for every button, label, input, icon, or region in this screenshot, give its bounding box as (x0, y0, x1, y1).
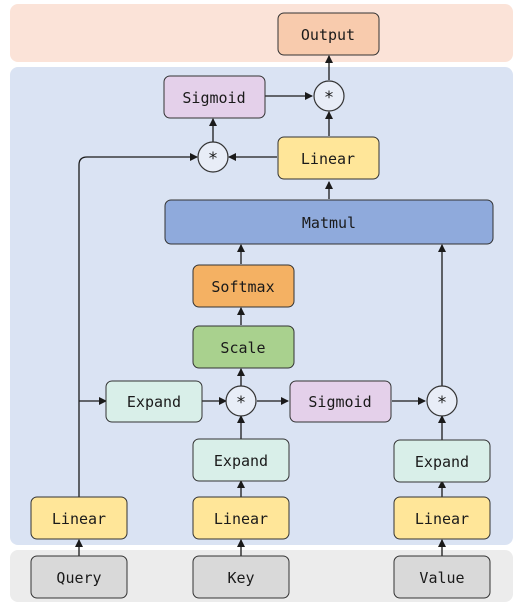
top-sigmoid-label: Sigmoid (182, 89, 245, 107)
mid-sigmoid-box: Sigmoid (289, 380, 392, 423)
scale-box: Scale (192, 325, 295, 369)
output-box: Output (277, 12, 380, 56)
left-expand-label: Expand (127, 393, 181, 411)
query-input-box: Query (30, 555, 128, 599)
top-sigmoid-box: Sigmoid (163, 75, 266, 119)
mult-symbol: * (325, 88, 334, 108)
value-label: Value (419, 569, 464, 587)
top-linear-box: Linear (277, 136, 380, 180)
value-linear-box: Linear (393, 496, 491, 540)
value-expand-label: Expand (415, 453, 469, 471)
key-expand-box: Expand (192, 438, 290, 482)
value-input-box: Value (393, 555, 491, 599)
mult-symbol: * (237, 393, 246, 413)
value-linear-label: Linear (415, 510, 469, 528)
mult-op-output: * (313, 80, 345, 112)
top-linear-label: Linear (301, 150, 355, 168)
mult-op-value: * (426, 385, 458, 417)
connectors (75, 55, 446, 556)
key-label: Key (227, 569, 254, 587)
key-input-box: Key (192, 555, 290, 599)
query-label: Query (56, 569, 101, 587)
mult-op-query-gate: * (197, 141, 229, 173)
key-expand-label: Expand (214, 452, 268, 470)
matmul-box: Matmul (164, 199, 494, 245)
softmax-box: Softmax (192, 264, 295, 308)
left-expand-box: Expand (105, 380, 203, 423)
output-label: Output (301, 26, 355, 44)
query-linear-label: Linear (52, 510, 106, 528)
output-band (10, 4, 513, 62)
mid-sigmoid-label: Sigmoid (308, 393, 371, 411)
scale-label: Scale (220, 339, 265, 357)
matmul-label: Matmul (302, 214, 356, 232)
mult-symbol: * (209, 149, 218, 169)
key-linear-label: Linear (214, 510, 268, 528)
key-linear-box: Linear (192, 496, 290, 540)
mult-symbol: * (438, 393, 447, 413)
value-expand-box: Expand (393, 439, 491, 483)
query-linear-box: Linear (30, 496, 128, 540)
softmax-label: Softmax (211, 278, 274, 296)
mult-op-key: * (225, 385, 257, 417)
